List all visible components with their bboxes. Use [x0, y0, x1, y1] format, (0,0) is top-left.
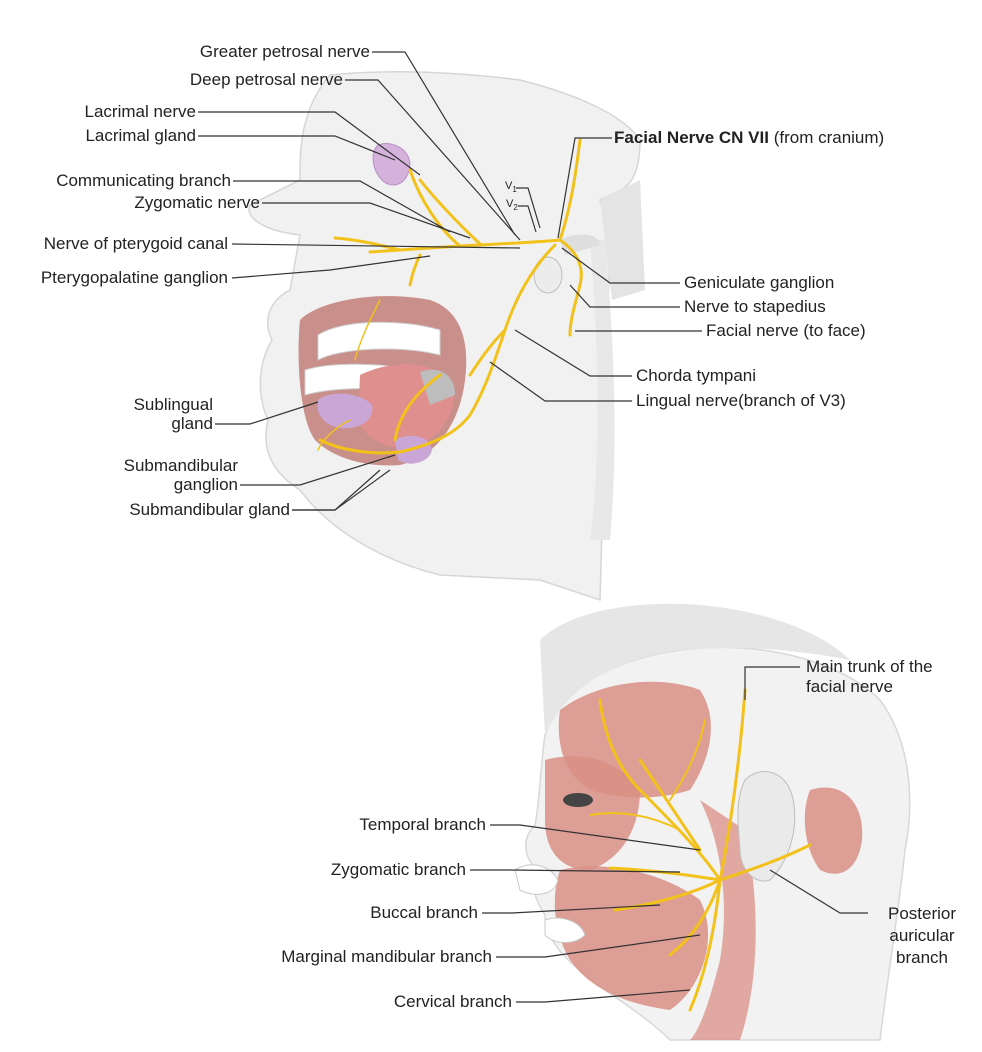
label-submandibular-ganglion-line2: ganglion	[173, 475, 238, 494]
label-communicating-branch: Communicating branch	[56, 171, 231, 190]
label-lacrimal-nerve: Lacrimal nerve	[84, 102, 197, 121]
label-submandibular-gland: Submandibular gland	[129, 500, 290, 519]
lower-face-features	[514, 793, 593, 943]
label-sublingual-gland-line2: gland	[171, 414, 213, 433]
label-lingual-nerve: Lingual nerve(branch of V3)	[636, 391, 846, 410]
label-cervical-branch: Cervical branch	[393, 992, 512, 1011]
label-nerve-of-pterygoid-canal: Nerve of pterygoid canal	[43, 234, 228, 253]
label-pterygopalatine-ganglion: Pterygopalatine ganglion	[40, 268, 228, 287]
v2-letter: V	[506, 198, 514, 210]
label-facial-nerve-to-face: Facial nerve (to face)	[706, 321, 866, 340]
label-posterior-auricular-line3: branch	[896, 948, 948, 967]
label-geniculate-ganglion: Geniculate ganglion	[684, 273, 835, 292]
v2-subscript: 2	[513, 203, 518, 213]
oral-cavity	[298, 143, 467, 466]
lower-nerves	[589, 688, 812, 1012]
label-main-trunk-line2: facial nerve	[806, 677, 893, 696]
label-marginal-mandibular-branch: Marginal mandibular branch	[281, 947, 492, 966]
label-posterior-auricular-line1: Posterior	[887, 904, 957, 923]
label-nerve-to-stapedius: Nerve to stapedius	[684, 297, 826, 316]
label-main-trunk-line1: Main trunk of the	[806, 657, 933, 676]
label-chorda-tympani: Chorda tympani	[636, 366, 757, 385]
label-buccal-branch: Buccal branch	[370, 903, 478, 922]
label-posterior-auricular-line2: auricular	[889, 926, 955, 945]
label-temporal-branch: Temporal branch	[359, 815, 486, 834]
title-bold: Facial Nerve CN VII	[614, 128, 769, 147]
label-lacrimal-gland: Lacrimal gland	[85, 126, 196, 145]
label-submandibular-ganglion-line1: Submandibular	[123, 456, 238, 475]
lower-ear	[737, 771, 796, 882]
label-greater-petrosal-nerve: Greater petrosal nerve	[199, 42, 370, 61]
label-zygomatic-branch: Zygomatic branch	[330, 860, 466, 879]
title-suffix: (from cranium)	[768, 128, 885, 147]
upper-nerves	[317, 138, 583, 455]
v1-subscript: 1	[512, 185, 517, 195]
label-deep-petrosal-nerve: Deep petrosal nerve	[189, 70, 343, 89]
facial-muscles	[545, 681, 863, 1040]
label-v2: V2	[506, 198, 518, 214]
v1-letter: V	[505, 180, 513, 192]
title-facial-nerve: Facial Nerve CN VII (from cranium)	[614, 128, 884, 147]
label-sublingual-gland-line1: Sublingual	[133, 395, 213, 414]
leader-lines	[198, 51, 868, 1003]
label-v1: V1	[505, 180, 517, 196]
label-zygomatic-nerve: Zygomatic nerve	[134, 193, 260, 212]
